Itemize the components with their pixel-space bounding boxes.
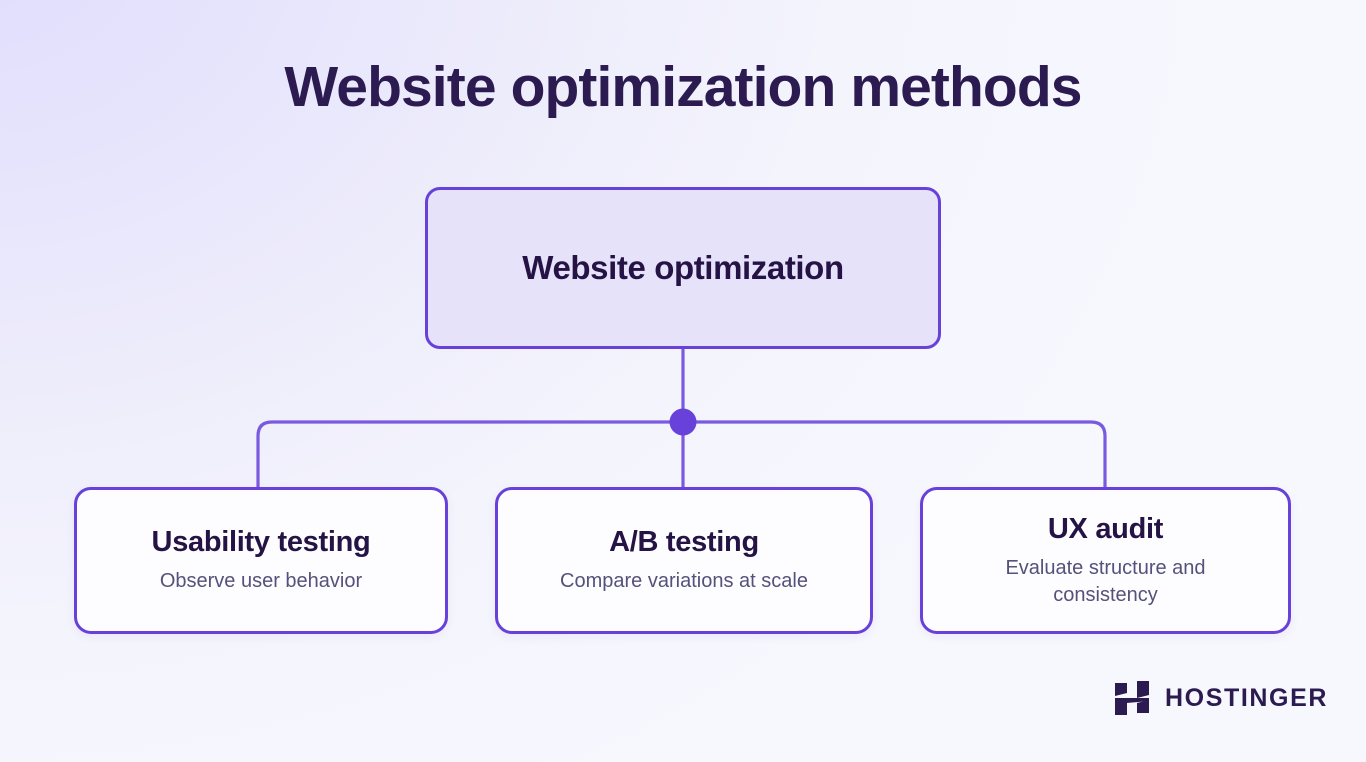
brand-wordmark: HOSTINGER [1165,683,1329,712]
page-title: Website optimization methods [284,55,1082,119]
connector-branch-right [681,420,1107,489]
root-node-label: Website optimization [522,249,844,286]
method-card-description: Evaluate structure and consistency [1005,557,1206,606]
connector-branch-left [256,420,685,489]
method-card-ux-audit[interactable]: UX audit Evaluate structure and consiste… [920,487,1291,634]
hostinger-h-mark-icon [1115,681,1149,715]
method-card-title: A/B testing [609,526,759,559]
connector-dot-icon [669,408,697,436]
method-card-title: Usability testing [151,526,371,559]
method-card-usability-testing[interactable]: Usability testing Observe user behavior [74,487,448,634]
method-card-description: Compare variations at scale [560,570,808,593]
method-card-title: UX audit [1047,512,1164,545]
root-node[interactable]: Website optimization [425,187,941,349]
brand-logo: HOSTINGER [1113,679,1328,717]
method-card-description: Observe user behavior [159,570,363,593]
method-card-ab-testing[interactable]: A/B testing Compare variations at scale [495,487,873,634]
